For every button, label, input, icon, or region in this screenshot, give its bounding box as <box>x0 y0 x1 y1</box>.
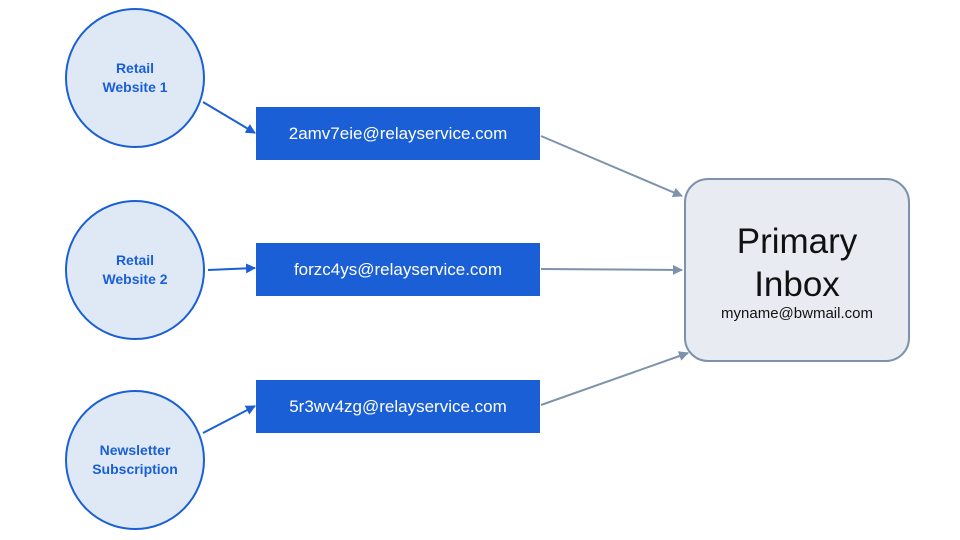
source-3-to-alias-3-arrow <box>202 405 256 434</box>
relay-alias-email: 5r3wv4zg@relayservice.com <box>289 396 507 416</box>
relay-alias-box-2: forzc4ys@relayservice.com <box>256 243 540 296</box>
alias-3-to-inbox-arrow <box>540 351 689 406</box>
source-node-retail-website-1: Retail Website 1 <box>65 8 205 148</box>
relay-alias-email: forzc4ys@relayservice.com <box>293 259 503 279</box>
primary-inbox-node: Primary Inbox myname@bwmail.com <box>684 178 910 362</box>
relay-alias-email: 2amv7eie@relayservice.com <box>288 123 508 143</box>
relay-alias-box-3: 5r3wv4zg@relayservice.com <box>256 380 540 433</box>
alias-2-to-inbox-arrow <box>540 264 683 275</box>
source-node-newsletter-subscription: Newsletter Subscription <box>65 390 205 530</box>
source-node-retail-website-2: Retail Website 2 <box>65 200 205 340</box>
source-1-to-alias-1-arrow <box>202 101 256 134</box>
relay-alias-box-1: 2amv7eie@relayservice.com <box>256 107 540 160</box>
alias-1-to-inbox-arrow <box>540 135 683 198</box>
inbox-title: Primary Inbox <box>736 222 858 304</box>
source-label: Retail Website 1 <box>102 60 168 95</box>
inbox-email: myname@bwmail.com <box>721 305 873 322</box>
source-label: Retail Website 2 <box>102 252 168 287</box>
source-label: Newsletter Subscription <box>92 442 178 477</box>
source-2-to-alias-2-arrow <box>207 263 256 274</box>
